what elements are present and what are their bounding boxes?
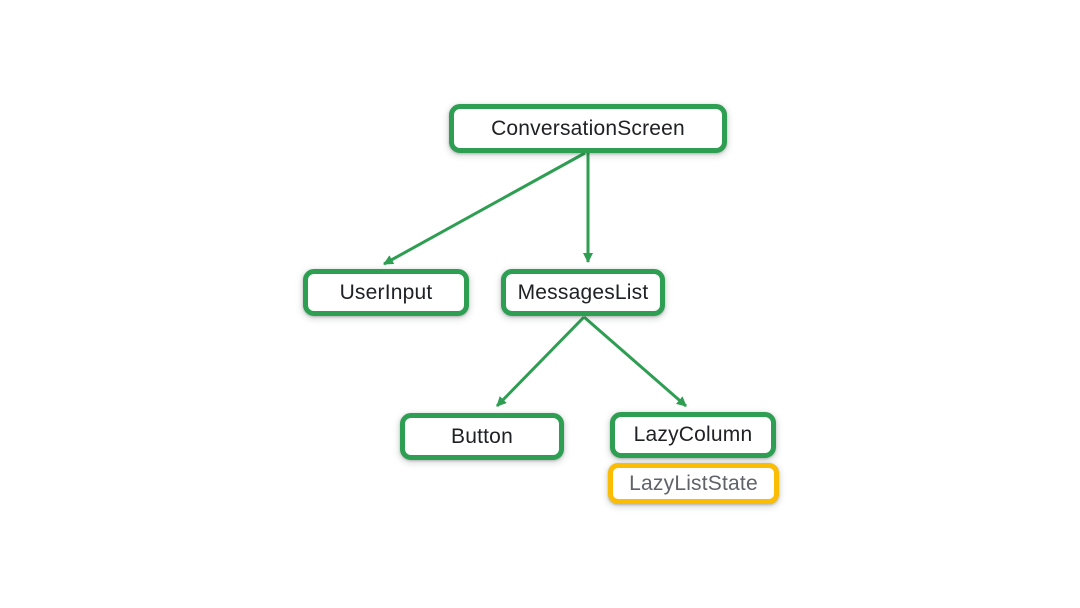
node-button-label: Button — [451, 424, 513, 448]
node-lazy-column: LazyColumn — [610, 412, 776, 458]
node-conversation-screen-label: ConversationScreen — [491, 116, 685, 140]
edge-conversationscreen-to-userinput — [383, 151, 586, 266]
node-button: Button — [400, 413, 564, 460]
node-conversation-screen: ConversationScreen — [449, 104, 727, 153]
node-lazy-list-state-label: LazyListState — [629, 471, 758, 495]
edge-messageslist-to-lazycolumn — [583, 315, 687, 408]
node-messages-list: MessagesList — [501, 269, 665, 316]
node-user-input: UserInput — [303, 269, 469, 316]
node-lazy-list-state: LazyListState — [608, 463, 779, 504]
node-user-input-label: UserInput — [339, 280, 433, 304]
edge-messageslist-to-button — [495, 315, 586, 408]
node-lazy-column-label: LazyColumn — [633, 423, 753, 446]
node-messages-list-label: MessagesList — [517, 280, 649, 304]
